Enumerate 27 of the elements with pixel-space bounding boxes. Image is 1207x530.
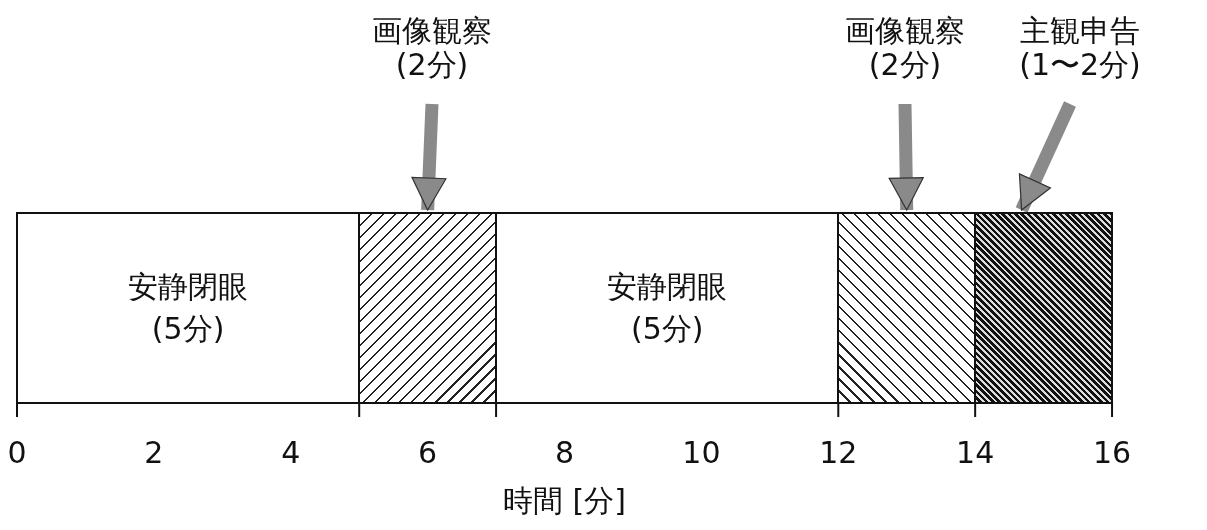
task-label: 画像観察 xyxy=(372,14,492,48)
period-label: 安静閉眼 xyxy=(607,270,728,304)
task-label: (2分) xyxy=(395,48,469,82)
arrow xyxy=(1015,101,1076,213)
tick-label: 6 xyxy=(418,436,438,470)
tick-label: 4 xyxy=(281,436,301,470)
hatched-period-box xyxy=(358,212,498,404)
hatched-period-box xyxy=(837,212,977,404)
tick-label: 2 xyxy=(144,436,164,470)
tick-label: 10 xyxy=(682,436,721,470)
tick-label: 16 xyxy=(1092,436,1132,470)
arrow xyxy=(411,103,447,211)
task-label: 画像観察 xyxy=(845,14,965,48)
task-label: (2分) xyxy=(868,48,942,82)
axis-title: 時間 [分] xyxy=(503,484,626,518)
rest-period-box xyxy=(16,212,361,404)
period-label: (5分) xyxy=(630,312,704,346)
tick-label: 0 xyxy=(7,436,27,470)
period-label: 安静閉眼 xyxy=(128,270,249,304)
tick-label: 14 xyxy=(956,436,995,470)
task-label: 主観申告 xyxy=(1020,14,1140,48)
period-label: (5分) xyxy=(151,312,225,346)
hatched-period-box xyxy=(974,212,1114,404)
tick-label: 8 xyxy=(554,436,575,470)
arrow xyxy=(888,103,924,211)
tick-label: 12 xyxy=(819,436,858,470)
task-label: (1〜2分) xyxy=(1019,48,1141,82)
